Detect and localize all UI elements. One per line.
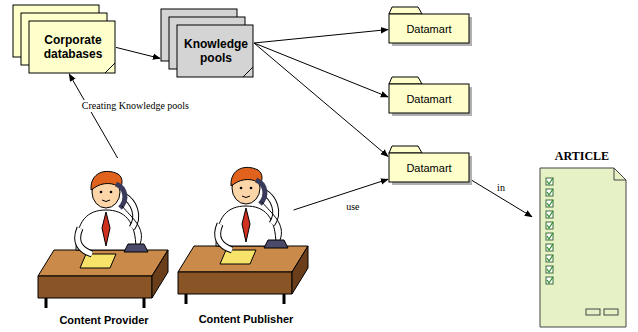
arrow-connector [254,30,388,43]
arrow-connector [294,179,388,210]
arrow-connector [254,43,388,156]
content-provider-outline [36,158,172,330]
database-stack: Corporate databases [12,4,116,74]
arrow-connector [254,43,388,97]
node-label: Datamart [390,15,468,43]
datamart-folder: Datamart [388,6,470,44]
node-label: Content Publisher [176,311,316,327]
node-label: Datamart [390,154,468,182]
datamart-folder: Datamart [388,76,470,114]
arrow-connector [69,74,117,158]
knowledge-pool-stack: Knowledge pools [160,8,254,78]
datamart-folder: Datamart [388,145,470,183]
node-label: Corporate databases [32,22,114,72]
node-label: Datamart [390,85,468,113]
node-label: Knowledge pools [180,26,252,76]
article-page-outline [532,148,632,329]
content-publisher: Content Publisher [176,154,316,329]
content-publisher-outline [176,154,316,329]
node-label: Content Provider [36,312,172,328]
edge-label: in [495,182,507,194]
arrow-connector [116,47,160,58]
article-page: ARTICLE [532,148,632,329]
arrow-connector [470,179,532,217]
node-label: ARTICLE [532,148,632,164]
content-provider: Content Provider [36,158,172,330]
edge-label: use [344,201,361,213]
edge-label: Creating Knowledge pools [80,100,191,112]
